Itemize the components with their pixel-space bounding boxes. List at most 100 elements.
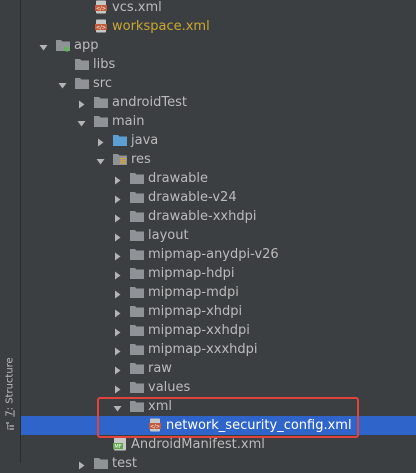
- svg-text:</>: </>: [96, 25, 106, 31]
- tree-item-res[interactable]: res: [21, 150, 416, 169]
- expand-right-icon[interactable]: [113, 193, 122, 204]
- source-folder-icon: [112, 133, 128, 147]
- folder-icon: [93, 456, 109, 470]
- structure-tab-label: 7: Structure: [4, 357, 16, 417]
- folder-icon: [129, 266, 145, 280]
- tree-item-test[interactable]: test: [21, 454, 416, 473]
- expand-right-icon[interactable]: [77, 98, 86, 109]
- tree-item-drawable-xxhdpi[interactable]: drawable-xxhdpi: [21, 207, 416, 226]
- expand-down-icon[interactable]: [58, 79, 67, 89]
- tree-item-label: workspace.xml: [112, 19, 210, 34]
- tree-item-label: xml: [148, 399, 172, 414]
- tree-item-network-security-config-xml[interactable]: </> network_security_config.xml: [21, 416, 416, 435]
- tree-item-mipmap-anydpi-v26[interactable]: mipmap-anydpi-v26: [21, 245, 416, 264]
- expand-down-icon[interactable]: [113, 402, 122, 412]
- tree-item-label: mipmap-anydpi-v26: [148, 247, 279, 262]
- structure-tool-tab[interactable]: 7: Structure: [2, 356, 18, 418]
- module-folder-icon: [55, 38, 71, 52]
- folder-icon: [129, 361, 145, 375]
- expand-right-icon[interactable]: [113, 288, 122, 299]
- expand-right-icon[interactable]: [113, 326, 122, 337]
- tree-item-label: AndroidManifest.xml: [131, 437, 265, 452]
- folder-icon: [129, 209, 145, 223]
- folder-icon: [74, 76, 90, 90]
- svg-text:MF: MF: [114, 444, 121, 450]
- tree-item-label: res: [131, 152, 151, 167]
- tree-item-label: mipmap-xhdpi: [148, 304, 243, 319]
- tree-item-label: mipmap-xxhdpi: [148, 323, 250, 338]
- tree-item-workspace-xml[interactable]: </> workspace.xml: [21, 17, 416, 36]
- manifest-file-icon: MF: [112, 437, 128, 451]
- svg-text:</>: </>: [96, 6, 106, 12]
- tree-item-label: java: [131, 133, 159, 148]
- expand-right-icon[interactable]: [77, 459, 86, 470]
- tree-item-drawable-v24[interactable]: drawable-v24: [21, 188, 416, 207]
- tool-window-strip: 7: Structure: [0, 0, 21, 463]
- expand-right-icon[interactable]: [113, 269, 122, 280]
- tree-item-label: app: [74, 38, 99, 53]
- expand-right-icon[interactable]: [113, 212, 122, 223]
- folder-icon: [74, 57, 90, 71]
- tree-item-label: network_security_config.xml: [166, 418, 352, 433]
- folder-icon: [129, 285, 145, 299]
- folder-icon: [129, 380, 145, 394]
- tree-item-label: drawable-xxhdpi: [148, 209, 257, 224]
- tree-item-label: values: [148, 380, 191, 395]
- tree-item-layout[interactable]: layout: [21, 226, 416, 245]
- tree-item-label: vcs.xml: [112, 0, 162, 15]
- folder-icon: [129, 228, 145, 242]
- tree-item-label: androidTest: [112, 95, 187, 110]
- tree-item-mipmap-xhdpi[interactable]: mipmap-xhdpi: [21, 302, 416, 321]
- expand-right-icon[interactable]: [113, 174, 122, 185]
- tree-item-raw[interactable]: raw: [21, 359, 416, 378]
- expand-down-icon[interactable]: [96, 155, 105, 165]
- tree-item-androidmanifest-xml[interactable]: MF AndroidManifest.xml: [21, 435, 416, 454]
- expand-right-icon[interactable]: [113, 345, 122, 356]
- tree-item-mipmap-hdpi[interactable]: mipmap-hdpi: [21, 264, 416, 283]
- tree-item-label: mipmap-mdpi: [148, 285, 239, 300]
- folder-icon: [93, 95, 109, 109]
- expand-right-icon[interactable]: [113, 383, 122, 394]
- folder-icon: [129, 323, 145, 337]
- structure-icon: [6, 422, 14, 430]
- expand-right-icon[interactable]: [113, 307, 122, 318]
- tree-item-main[interactable]: main: [21, 112, 416, 131]
- folder-icon: [129, 171, 145, 185]
- tree-item-label: mipmap-hdpi: [148, 266, 235, 281]
- folder-icon: [129, 304, 145, 318]
- xml-file-icon: </>: [93, 0, 109, 14]
- tree-item-src[interactable]: src: [21, 74, 416, 93]
- tree-item-label: drawable-v24: [148, 190, 237, 205]
- tree-item-vcs-xml[interactable]: </> vcs.xml: [21, 0, 416, 17]
- folder-icon: [129, 190, 145, 204]
- folder-icon: [129, 247, 145, 261]
- expand-down-icon[interactable]: [39, 41, 48, 51]
- folder-icon: [129, 399, 145, 413]
- tree-item-label: mipmap-xxxhdpi: [148, 342, 258, 357]
- tree-item-mipmap-xxxhdpi[interactable]: mipmap-xxxhdpi: [21, 340, 416, 359]
- tree-item-mipmap-mdpi[interactable]: mipmap-mdpi: [21, 283, 416, 302]
- tree-item-libs[interactable]: libs: [21, 55, 416, 74]
- tree-item-label: test: [112, 456, 137, 471]
- expand-down-icon[interactable]: [77, 117, 86, 127]
- tree-item-androidtest[interactable]: androidTest: [21, 93, 416, 112]
- tree-item-app[interactable]: app: [21, 36, 416, 55]
- expand-right-icon[interactable]: [113, 250, 122, 261]
- tree-item-label: libs: [93, 57, 116, 72]
- svg-text:</>: </>: [150, 424, 160, 430]
- folder-icon: [93, 114, 109, 128]
- expand-right-icon[interactable]: [113, 364, 122, 375]
- expand-right-icon[interactable]: [113, 231, 122, 242]
- tree-item-label: raw: [148, 361, 172, 376]
- tree-item-java[interactable]: java: [21, 131, 416, 150]
- xml-file-icon: </>: [147, 418, 163, 432]
- tree-item-drawable[interactable]: drawable: [21, 169, 416, 188]
- resource-folder-icon: [112, 152, 128, 166]
- tree-item-label: src: [93, 76, 112, 91]
- tree-item-label: layout: [148, 228, 189, 243]
- tree-item-xml[interactable]: xml: [21, 397, 416, 416]
- tree-item-mipmap-xxhdpi[interactable]: mipmap-xxhdpi: [21, 321, 416, 340]
- tree-item-values[interactable]: values: [21, 378, 416, 397]
- expand-right-icon[interactable]: [96, 136, 105, 147]
